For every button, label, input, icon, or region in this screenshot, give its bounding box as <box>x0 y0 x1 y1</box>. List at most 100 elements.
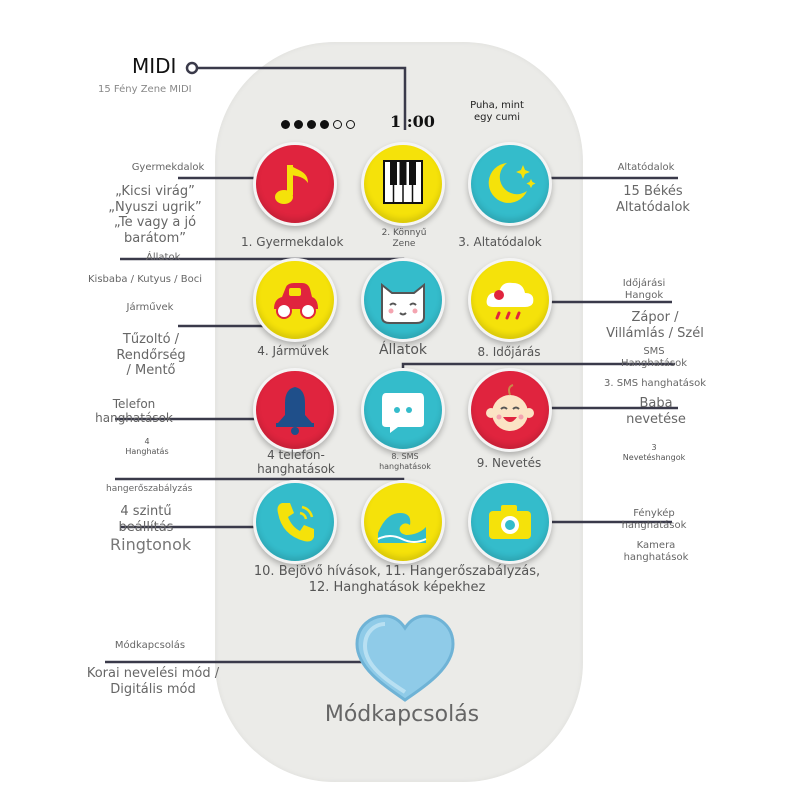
signal-dots <box>281 114 359 133</box>
annotation-line: 15 Békés <box>623 184 683 199</box>
annotation-line: Időjárási <box>622 278 666 289</box>
annotation-line: Hangok <box>624 290 664 301</box>
signal-dot-empty <box>333 120 342 129</box>
annotation-animals-body: Kisbaba / Kutyus / Boci <box>88 274 202 285</box>
annotation-line: nevetése <box>626 411 686 427</box>
annotation-baby-title: Baba nevetése <box>622 396 690 427</box>
chat-bubble-icon <box>382 393 424 433</box>
wave-icon <box>377 513 427 543</box>
label-animals: Állatok <box>378 342 428 358</box>
annotation-line: Rendőrség <box>116 347 186 363</box>
annotation-line: „Nyuszi ugrik” <box>108 199 202 215</box>
annotation-children-songs-body: „Kicsi virág” „Nyuszi ugrik” „Te vagy a … <box>90 184 220 246</box>
annotation-vehicles-title: Járművek <box>126 302 174 313</box>
signal-dot <box>320 120 329 129</box>
bell-icon <box>276 387 314 435</box>
signal-dot <box>307 120 316 129</box>
sms-button[interactable] <box>361 368 445 452</box>
annotation-weather-title: Időjárási Hangok <box>616 278 672 302</box>
camera-icon <box>489 505 531 539</box>
annotation-phone-count: 4 Hanghatás <box>122 437 172 456</box>
annotation-volume-title: hangerőszabályzás <box>106 484 193 494</box>
midi-line-endpoint <box>185 61 199 75</box>
label-lullabies: 3. Altatódalok <box>458 235 542 249</box>
phone-handset-icon <box>277 503 314 542</box>
annotation-line: Zápor / <box>631 310 679 325</box>
annotation-mode-body: Korai nevelési mód / Digitális mód <box>82 666 224 697</box>
annotation-line: 4 szintű <box>120 504 172 519</box>
annotation-phone-title: Telefon hanghatások <box>94 397 174 426</box>
annotation-line: 4 <box>144 437 150 446</box>
label-phone-sounds: 4 telefon-hanghatások <box>257 448 335 477</box>
annotation-line: hanghatások <box>621 520 687 531</box>
annotation-volume-body: 4 szintű beállítás <box>104 504 188 535</box>
annotation-line: 3 <box>651 443 657 452</box>
easy-music-button[interactable] <box>361 142 445 226</box>
annotation-line: Tűzoltó / <box>122 332 180 347</box>
bottom-row-caption-line: 12. Hanghatások képekhez <box>308 579 486 595</box>
annotation-lullabies-body: 15 Békés Altatódalok <box>612 184 694 215</box>
annotation-line: Korai nevelési mód / <box>86 666 220 681</box>
annotation-line: hanghatások <box>623 552 689 563</box>
label-laugh: 9. Nevetés <box>476 456 542 470</box>
annotation-line: Hanghatások <box>621 358 687 369</box>
incoming-calls-button[interactable] <box>253 480 337 564</box>
annotation-line: Digitális mód <box>110 681 196 697</box>
weather-button[interactable] <box>468 258 552 342</box>
annotation-lullabies-title: Altatódalok <box>617 162 675 173</box>
signal-dot-empty <box>346 120 355 129</box>
baby-laugh-button[interactable] <box>468 368 552 452</box>
annotation-sms-title: SMS Hanghatások <box>614 346 694 370</box>
label-weather: 8. Időjárás <box>477 345 541 359</box>
photo-sounds-button[interactable] <box>468 480 552 564</box>
midi-title: MIDI <box>132 54 177 78</box>
annotation-sms-body: 3. SMS hanghatások <box>604 378 707 389</box>
annotation-line: Kamera <box>636 540 676 551</box>
midi-subtitle: 15 Fény Zene MIDI <box>98 84 192 95</box>
annotation-weather-body: Zápor / Villámlás / Szél <box>600 310 710 341</box>
annotation-line: Villámlás / Szél <box>606 325 704 341</box>
annotation-ringtones: Ringtonok <box>110 535 192 554</box>
label-easy-music: 2. Könnyű Zene <box>381 228 427 249</box>
annotation-photo-body: Kamera hanghatások <box>618 540 694 564</box>
mode-switch-label: Módkapcsolás <box>324 702 480 727</box>
annotation-animals-title: Állatok <box>146 252 181 263</box>
label-vehicles: 4. Járművek <box>257 344 329 358</box>
annotation-line: Telefon <box>112 397 156 411</box>
annotation-line: Baba <box>639 396 673 411</box>
annotation-photo-title: Fénykép hanghatások <box>616 508 692 532</box>
children-songs-button[interactable] <box>253 142 337 226</box>
mode-switch-button[interactable] <box>351 612 459 704</box>
bottom-row-caption-line: 10. Bejövő hívások, 11. Hangerőszabályzá… <box>253 564 541 579</box>
soft-label: Puha, mint egy cumi <box>470 100 524 123</box>
annotation-line: Altatódalok <box>616 199 690 215</box>
annotation-line: beállítás <box>118 519 174 535</box>
annotation-line: „Kicsi virág” <box>115 184 195 199</box>
bottom-row-caption: 10. Bejövő hívások, 11. Hangerőszabályzá… <box>232 564 562 595</box>
cat-face-icon <box>381 282 425 324</box>
heart-icon <box>355 614 455 702</box>
annotation-line: barátom” <box>124 230 186 246</box>
music-note-icon <box>275 165 308 204</box>
annotation-mode-title: Módkapcsolás <box>114 640 186 651</box>
annotation-line: SMS <box>643 346 665 357</box>
animals-button[interactable] <box>361 258 445 342</box>
clock-display: 1 :00 <box>390 112 435 131</box>
label-children-songs: 1. Gyermekdalok <box>241 235 344 249</box>
annotation-line: Hanghatás <box>125 446 169 456</box>
annotation-baby-count: 3 Nevetéshangok <box>620 443 688 462</box>
rain-cloud-icon <box>486 282 534 320</box>
annotation-line: „Te vagy a jó <box>113 215 197 231</box>
signal-dot <box>294 120 303 129</box>
annotation-line: hanghatások <box>95 411 173 426</box>
vehicles-button[interactable] <box>253 258 337 342</box>
volume-control-button[interactable] <box>361 480 445 564</box>
annotation-children-songs-title: Gyermekdalok <box>131 162 205 173</box>
annotation-vehicles-body: Tűzoltó / Rendőrség / Mentő <box>110 332 192 379</box>
moon-stars-icon <box>488 163 536 203</box>
annotation-line: / Mentő <box>126 363 176 379</box>
phone-sounds-button[interactable] <box>253 368 337 452</box>
lullabies-button[interactable] <box>468 142 552 226</box>
annotation-line: Nevetéshangok <box>622 452 686 462</box>
label-sms: 8. SMS hanghatások <box>379 452 431 471</box>
